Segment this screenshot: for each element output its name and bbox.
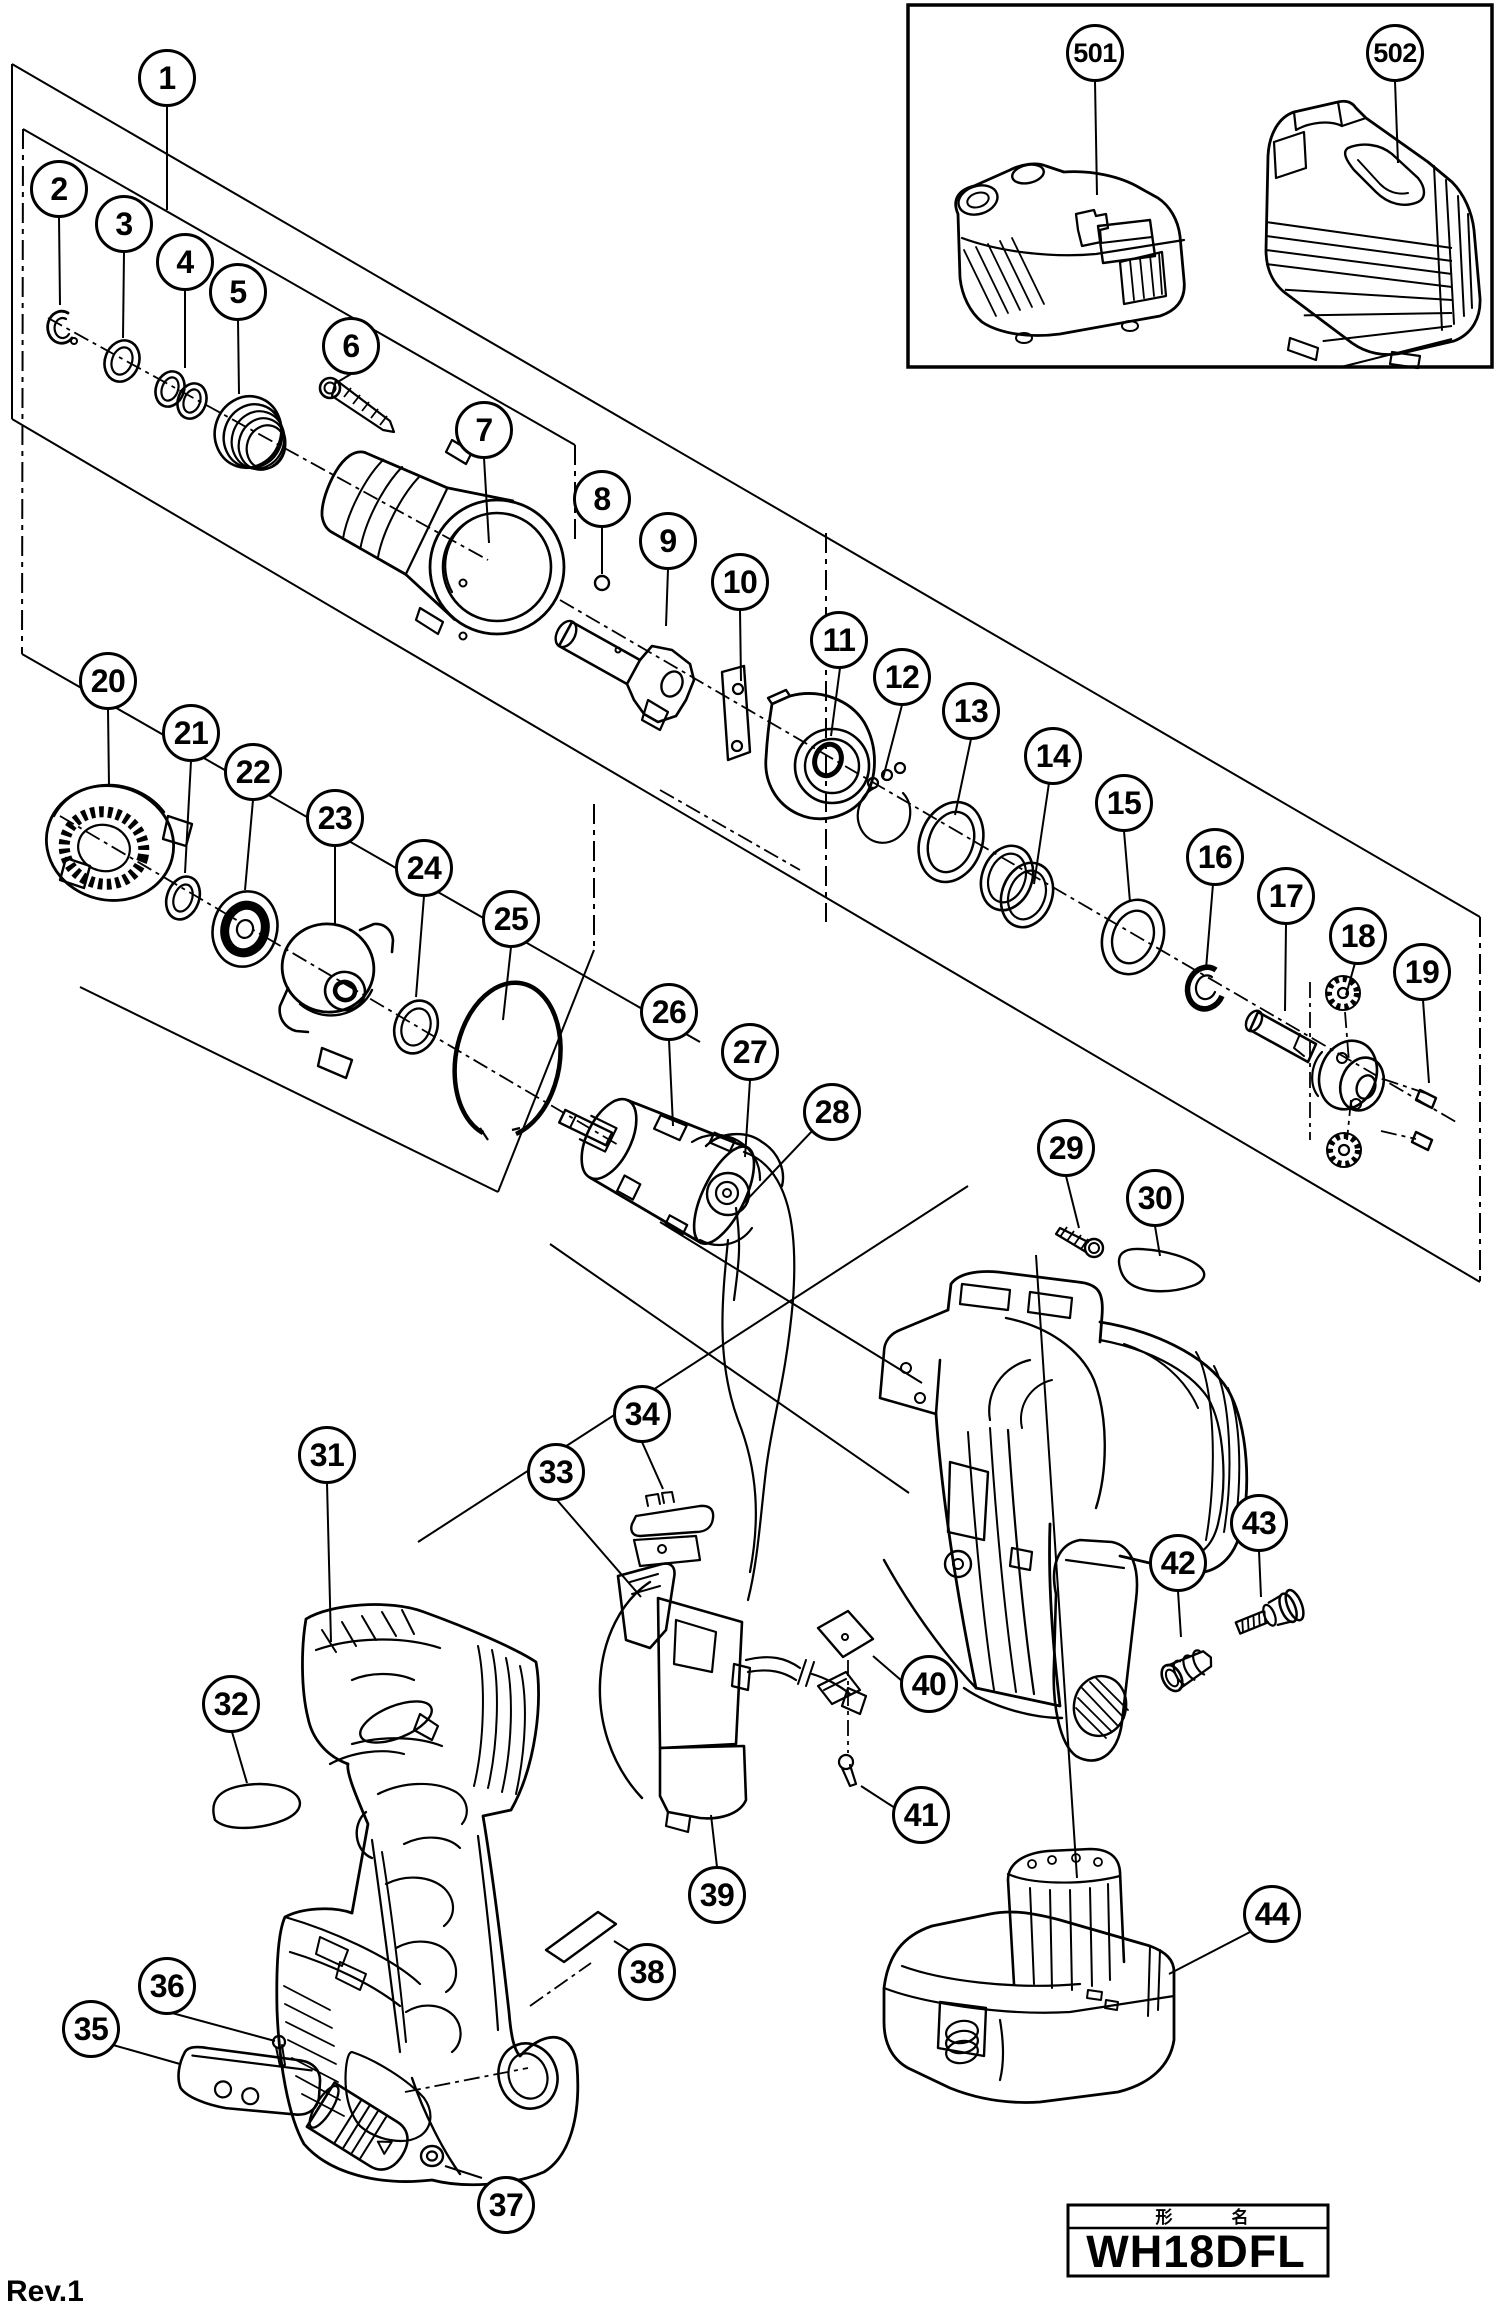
- svg-text:WH18DFL: WH18DFL: [1086, 2226, 1306, 2277]
- svg-text:30: 30: [1138, 1180, 1173, 1216]
- svg-text:26: 26: [652, 994, 687, 1030]
- svg-text:16: 16: [1198, 839, 1233, 875]
- svg-text:5: 5: [229, 274, 246, 310]
- svg-text:15: 15: [1107, 785, 1142, 821]
- svg-text:13: 13: [954, 693, 989, 729]
- svg-text:19: 19: [1405, 954, 1440, 990]
- svg-text:21: 21: [174, 715, 209, 751]
- svg-text:形: 形: [1156, 2207, 1173, 2227]
- svg-text:24: 24: [407, 850, 442, 886]
- svg-text:10: 10: [723, 564, 758, 600]
- svg-text:33: 33: [539, 1454, 574, 1490]
- svg-text:501: 501: [1073, 38, 1117, 68]
- svg-text:502: 502: [1373, 38, 1417, 68]
- svg-text:36: 36: [150, 1968, 185, 2004]
- svg-text:14: 14: [1036, 738, 1071, 774]
- svg-text:22: 22: [236, 754, 271, 790]
- svg-text:34: 34: [625, 1396, 660, 1432]
- svg-text:43: 43: [1242, 1505, 1277, 1541]
- svg-text:28: 28: [815, 1094, 850, 1130]
- svg-text:3: 3: [115, 206, 132, 242]
- svg-text:31: 31: [310, 1437, 345, 1473]
- svg-text:6: 6: [342, 328, 359, 364]
- svg-text:Rev.1: Rev.1: [6, 2275, 84, 2308]
- svg-text:38: 38: [630, 1954, 665, 1990]
- svg-text:11: 11: [823, 622, 856, 658]
- svg-text:9: 9: [659, 523, 676, 559]
- svg-text:2: 2: [50, 171, 67, 207]
- svg-text:18: 18: [1341, 918, 1376, 954]
- svg-text:40: 40: [912, 1666, 947, 1702]
- svg-text:4: 4: [176, 244, 194, 280]
- svg-text:32: 32: [214, 1686, 249, 1722]
- svg-text:12: 12: [885, 659, 920, 695]
- svg-text:1: 1: [158, 60, 175, 96]
- svg-text:23: 23: [318, 800, 353, 836]
- svg-text:8: 8: [593, 481, 610, 517]
- svg-text:名: 名: [1232, 2207, 1249, 2227]
- svg-text:17: 17: [1269, 878, 1304, 914]
- svg-text:20: 20: [91, 663, 126, 699]
- svg-text:42: 42: [1161, 1545, 1196, 1581]
- svg-text:39: 39: [700, 1877, 735, 1913]
- svg-text:25: 25: [494, 901, 529, 937]
- svg-text:44: 44: [1255, 1896, 1290, 1932]
- svg-text:7: 7: [475, 412, 492, 448]
- svg-text:29: 29: [1049, 1130, 1084, 1166]
- svg-text:35: 35: [74, 2011, 109, 2047]
- svg-text:27: 27: [733, 1034, 768, 1070]
- svg-text:41: 41: [904, 1797, 939, 1833]
- svg-text:37: 37: [489, 2187, 524, 2223]
